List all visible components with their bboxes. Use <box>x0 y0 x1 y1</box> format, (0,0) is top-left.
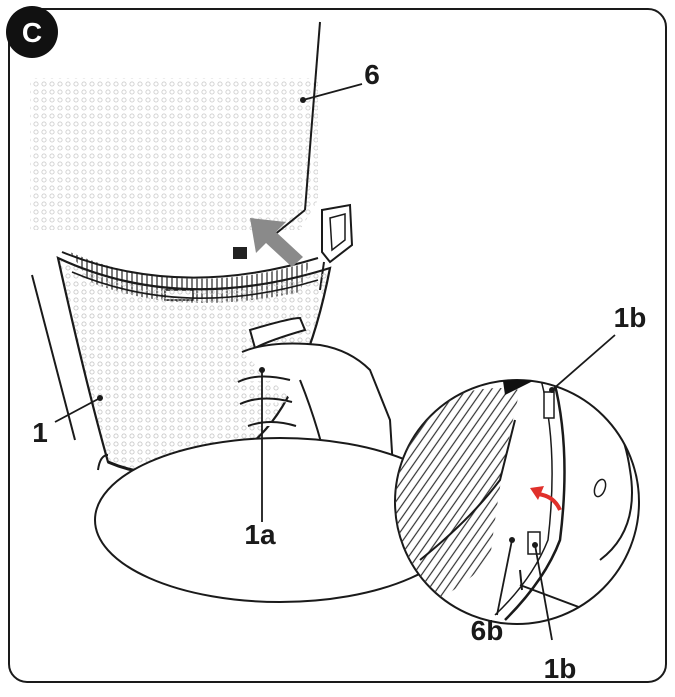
curved-arrow-icon <box>530 486 562 511</box>
detail-view <box>394 379 640 625</box>
callout-1b-bottom: 1b <box>544 653 577 684</box>
step-badge: C <box>6 6 58 58</box>
callout-6b: 6b <box>471 615 504 646</box>
body-latch <box>319 203 354 291</box>
callout-6: 6 <box>364 59 380 90</box>
purifier-body <box>30 21 321 441</box>
callout-dots <box>97 97 555 548</box>
callout-1a: 1a <box>244 519 276 550</box>
callout-1: 1 <box>32 417 48 448</box>
callout-1b-top: 1b <box>614 302 647 333</box>
arrow-up-left-icon <box>250 218 303 267</box>
callout-leaders <box>54 83 616 641</box>
step-badge-label: C <box>22 17 42 48</box>
